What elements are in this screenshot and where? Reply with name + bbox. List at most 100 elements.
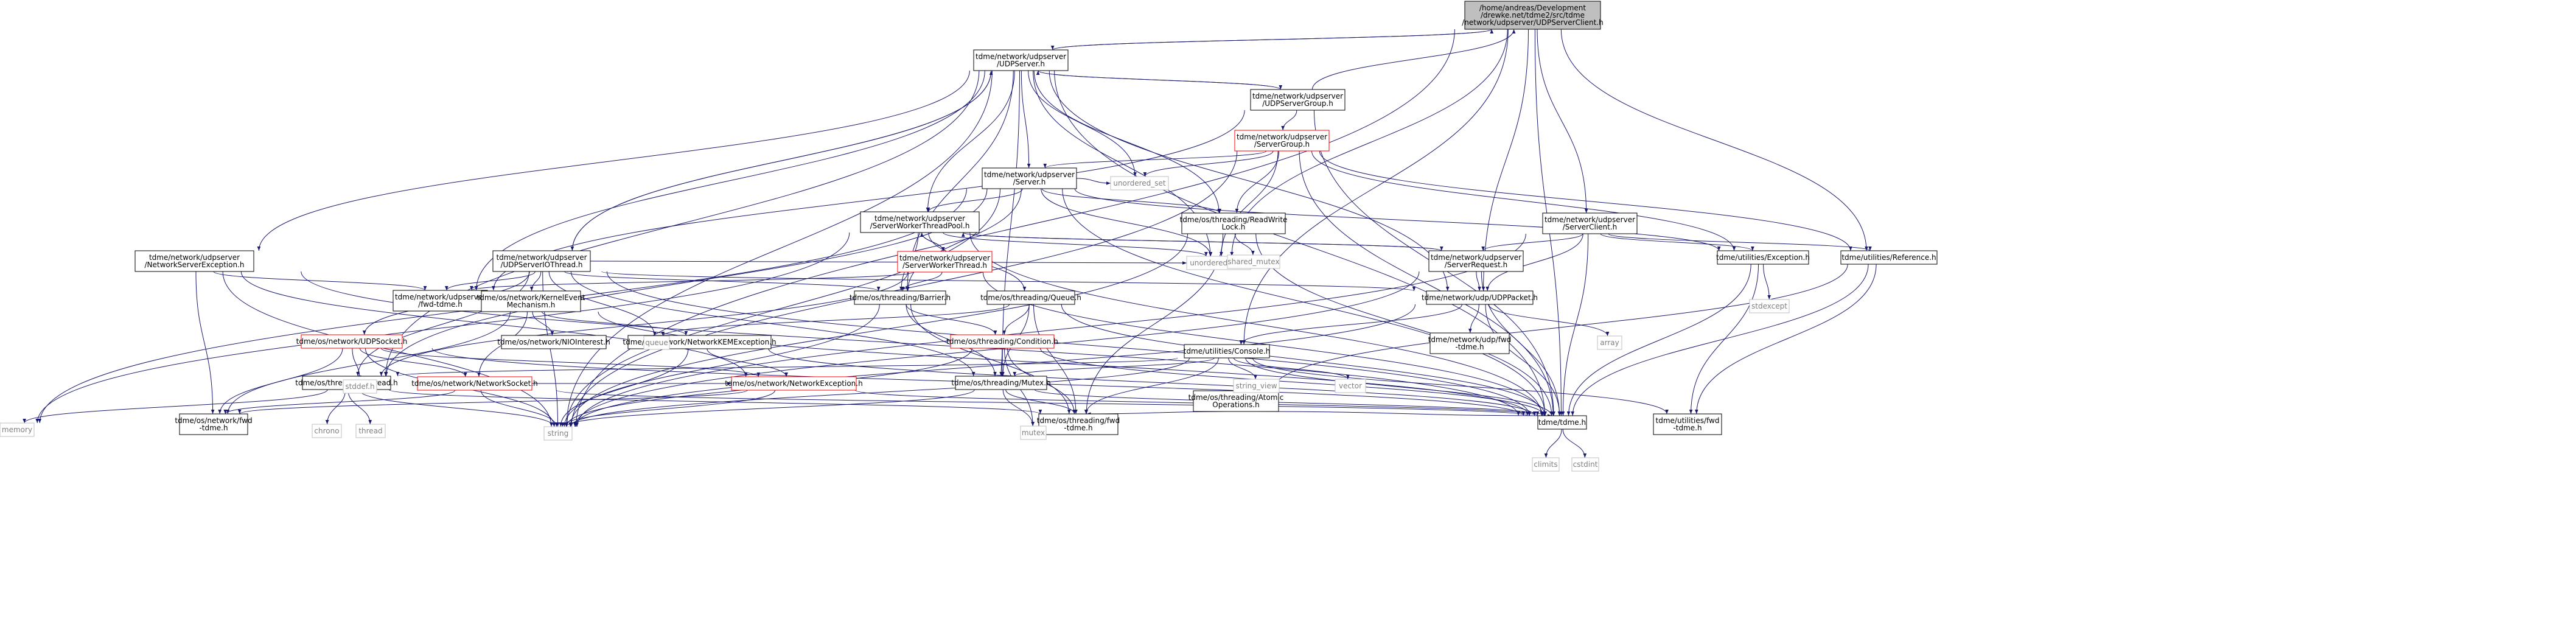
node-box [1110, 176, 1169, 191]
include-edge [920, 232, 944, 252]
include-edge [570, 150, 1238, 427]
include-edge [240, 271, 748, 377]
node-servergroup[interactable]: tdme/network/udpserver/ServerGroup.h [1234, 130, 1330, 152]
edge-serverworkerthreadpool-to-memory [35, 232, 850, 424]
include-edge [1041, 188, 1221, 214]
edge-server-to-exception [1074, 188, 1721, 251]
node-box [1532, 457, 1560, 472]
node-udpfwd[interactable]: tdme/network/udp/fwd-tdme.h [1428, 332, 1512, 354]
edge-server-to-serverworkerthreadpool [926, 188, 1023, 212]
edge-queue_h-to-queue_std [661, 304, 1010, 337]
node-networksocket[interactable]: tdme/os/network/NetworkSocket.h [411, 376, 538, 391]
node-networkserverexception[interactable]: tdme/network/udpserver/NetworkServerExce… [134, 250, 254, 272]
node-memory: memory [0, 422, 35, 437]
node-udpserverfwd[interactable]: tdme/network/udpserver/fwd-tdme.h [393, 290, 488, 312]
include-edge [1481, 233, 1583, 251]
node-string: string [543, 426, 573, 441]
node-reference[interactable]: tdme/utilities/Reference.h [1840, 250, 1938, 265]
edge-kernelevent-to-niointerest [532, 311, 554, 336]
node-box [1717, 250, 1809, 265]
node-tdme_h[interactable]: tdme/tdme.h [1537, 415, 1587, 430]
node-box [1571, 457, 1599, 472]
edge-tdme_h-to-cstdint [1562, 429, 1587, 458]
edge-reference-to-utilitiesfwd [1695, 264, 1877, 415]
include-edge [768, 348, 1537, 416]
node-serverworkerthread[interactable]: tdme/network/udpserver/ServerWorkerThrea… [897, 251, 993, 273]
node-serverrequest[interactable]: tdme/network/udpserver/ServerRequest.h [1428, 250, 1524, 272]
node-serverworkerthreadpool[interactable]: tdme/network/udpserver/ServerWorkerThrea… [860, 211, 980, 233]
node-label: tdme/os/network/fwd [175, 416, 252, 425]
node-niointerest[interactable]: tdme/os/network/NIOInterest.h [497, 335, 610, 349]
edge-iothread-to-tdme_h [606, 271, 1532, 416]
node-queue_h[interactable]: tdme/os/threading/Queue.h [980, 290, 1081, 305]
include-edge [1143, 150, 1274, 177]
edge-console-to-threadingfwd [1084, 357, 1219, 415]
node-label: /ServerWorkerThreadPool.h [870, 222, 970, 230]
edge-udpservergroup-to-udpserver [1036, 70, 1281, 90]
include-edge [1600, 233, 1754, 251]
node-box [1335, 379, 1366, 393]
node-label: mutex [1022, 429, 1045, 437]
include-edge [35, 232, 850, 424]
node-box [355, 424, 386, 438]
edge-udpsocket-to-networkfwd [218, 348, 343, 415]
node-threadingfwd[interactable]: tdme/os/threading/fwd-tdme.h [1037, 413, 1120, 435]
edge-udpserver-to-server [1021, 70, 1031, 169]
edge-reference-to-tdme_h [1571, 264, 1869, 416]
node-exception[interactable]: tdme/utilities/Exception.h [1716, 250, 1810, 265]
node-label: tdme/os/threading/Condition.h [946, 337, 1058, 346]
node-box [481, 290, 581, 312]
node-udpserver[interactable]: tdme/network/udpserver/UDPServer.h [973, 49, 1069, 71]
node-label: vector [1339, 382, 1362, 390]
node-networkfwd[interactable]: tdme/os/network/fwd-tdme.h [175, 413, 253, 435]
include-edge [548, 271, 657, 337]
node-mutex_h[interactable]: tdme/os/threading/Mutex.h [951, 376, 1051, 390]
node-condition[interactable]: tdme/os/threading/Condition.h [946, 334, 1058, 349]
node-label: stddef.h [345, 382, 374, 391]
node-udpsocket[interactable]: tdme/os/network/UDPSocket.h [296, 334, 408, 349]
edge-kernelevent-to-networkfwd [226, 311, 511, 415]
edge-server-to-string [565, 188, 1000, 427]
node-box [1181, 212, 1286, 234]
node-stddef: stddef.h [343, 379, 377, 394]
edge-udpserver-to-thread_h [383, 70, 980, 377]
node-serverclient[interactable]: tdme/network/udpserver/ServerClient.h [1542, 212, 1638, 234]
edge-iothread-to-udppacket [601, 271, 1415, 292]
node-label: Lock.h [1222, 223, 1246, 231]
edge-iothread-to-udpserverfwd [445, 271, 536, 291]
edge-serverclient-to-reference [1608, 233, 1872, 251]
edge-udppacket-to-string [573, 304, 1415, 427]
include-edge [962, 232, 1442, 251]
node-barrier[interactable]: tdme/os/threading/Barrier.h [850, 290, 951, 305]
edge-udppacket-to-array [1488, 304, 1610, 337]
node-vector: vector [1335, 379, 1366, 393]
include-edge [1000, 70, 1020, 377]
edge-servergroup-to-unordered_map [1220, 150, 1279, 257]
edge-iothread-to-barrier [564, 271, 881, 292]
node-udpservergroup[interactable]: tdme/network/udpserver/UDPServerGroup.h [1250, 89, 1346, 111]
node-iothread[interactable]: tdme/network/udpserver/UDPServerIOThread… [492, 250, 591, 272]
edge-server-to-barrier [906, 188, 1022, 292]
node-label: tdme/utilities/Console.h [1184, 347, 1271, 355]
edge-udpserver-to-readwritelock [1033, 70, 1221, 214]
node-utilitiesfwd[interactable]: tdme/utilities/fwd-tdme.h [1653, 413, 1722, 435]
edge-iothread-to-thread_h [356, 271, 529, 377]
include-edge [1281, 110, 1297, 131]
include-edge [906, 188, 1022, 292]
node-server[interactable]: tdme/network/udpserver/Server.h [982, 167, 1077, 189]
edge-networksocket-to-networkfwd [223, 390, 456, 415]
include-edge [195, 271, 215, 415]
include-edge [564, 271, 881, 292]
node-networkexception[interactable]: tdme/os/network/NetworkException.h [725, 376, 863, 391]
node-udppacket[interactable]: tdme/network/udp/UDPPacket.h [1422, 290, 1538, 305]
include-edge [1695, 264, 1877, 415]
include-edge [347, 389, 372, 425]
node-label: string_view [1235, 382, 1277, 390]
node-console[interactable]: tdme/utilities/Console.h [1184, 344, 1271, 359]
include-edge [1233, 357, 1350, 380]
edge-mutex_h-to-mutex_std [1002, 389, 1035, 427]
node-label: tdme/tdme.h [1538, 418, 1586, 427]
